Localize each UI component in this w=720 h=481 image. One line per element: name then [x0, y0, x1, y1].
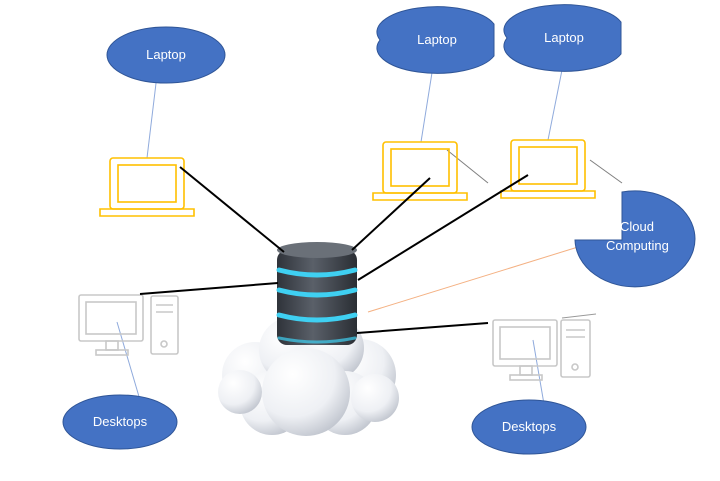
- laptop-icon: [500, 139, 596, 199]
- laptop-left-label-text: Laptop: [146, 47, 186, 62]
- connector-laptop-left: [179, 166, 285, 253]
- connector-desktop-left: [139, 282, 279, 295]
- laptop-left-label: Laptop: [106, 26, 226, 84]
- laptop-icon: [372, 141, 468, 201]
- laptop-center-label-text: Laptop: [417, 32, 457, 47]
- desktop-computer-icon: [492, 319, 591, 381]
- cloud-computing-label: Cloud Computing: [574, 190, 696, 288]
- desktop-right-gray-line: [561, 313, 597, 319]
- connector-laptop-right: [357, 174, 529, 281]
- database-server-icon: [276, 242, 358, 345]
- laptop-center-label: Laptop: [376, 6, 495, 74]
- laptop-right-label-line: [547, 59, 565, 141]
- connector-laptop-center: [351, 177, 431, 251]
- cloud-computing-orange-line: [367, 246, 579, 313]
- connector-desktop-right: [356, 322, 489, 334]
- desktops-right-label-text: Desktops: [502, 419, 557, 434]
- cloud-icon: [218, 316, 399, 436]
- desktops-left-label: Desktops: [62, 394, 178, 450]
- laptop-right-label-text: Laptop: [544, 30, 584, 45]
- cloud-computing-label-line2: Computing: [606, 238, 669, 253]
- laptop-left-label-line: [146, 74, 158, 159]
- laptop-right-label: Laptop: [503, 4, 622, 72]
- laptop-icon: [99, 157, 195, 217]
- laptop-center-gray-line: [446, 149, 489, 184]
- server-connectors: [139, 166, 529, 334]
- desktop-computer-icon: [78, 294, 179, 356]
- desktops-left-label-text: Desktops: [93, 414, 148, 429]
- desktops-right-label: Desktops: [471, 399, 587, 455]
- desktops-left-label-line: [116, 321, 141, 401]
- laptop-right-gray-line: [589, 159, 623, 184]
- cloud-computing-label-line1: Cloud: [620, 219, 654, 234]
